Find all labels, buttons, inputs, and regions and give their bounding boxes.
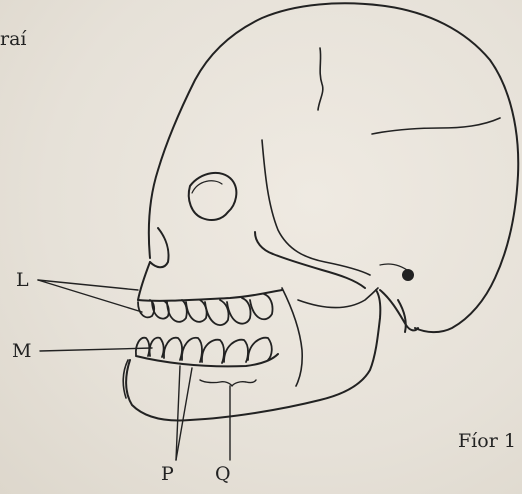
nasal-aperture — [150, 228, 169, 267]
lower-teeth — [136, 338, 272, 363]
leader-lines — [38, 280, 230, 460]
occipital-base — [380, 290, 418, 330]
zygoma — [255, 232, 365, 288]
lambdoid-suture — [372, 118, 500, 134]
label-L: L — [16, 271, 29, 290]
lower-gum — [136, 354, 278, 366]
mastoid — [398, 300, 406, 332]
cranium-outline — [149, 3, 518, 332]
orbit-inner — [192, 181, 222, 193]
maxilla — [138, 262, 150, 300]
label-P: P — [161, 465, 174, 484]
mandible-ramus — [282, 288, 302, 386]
eye-orbit — [189, 173, 237, 220]
temporal-line — [262, 140, 370, 275]
label-Q: Q — [215, 465, 231, 484]
bracket-Q — [200, 380, 256, 386]
coronoid — [298, 288, 378, 308]
figure-caption: Fíor 1 — [458, 432, 516, 451]
upper-gum — [138, 290, 282, 301]
label-M: M — [12, 342, 31, 361]
coronal-suture — [318, 48, 323, 110]
